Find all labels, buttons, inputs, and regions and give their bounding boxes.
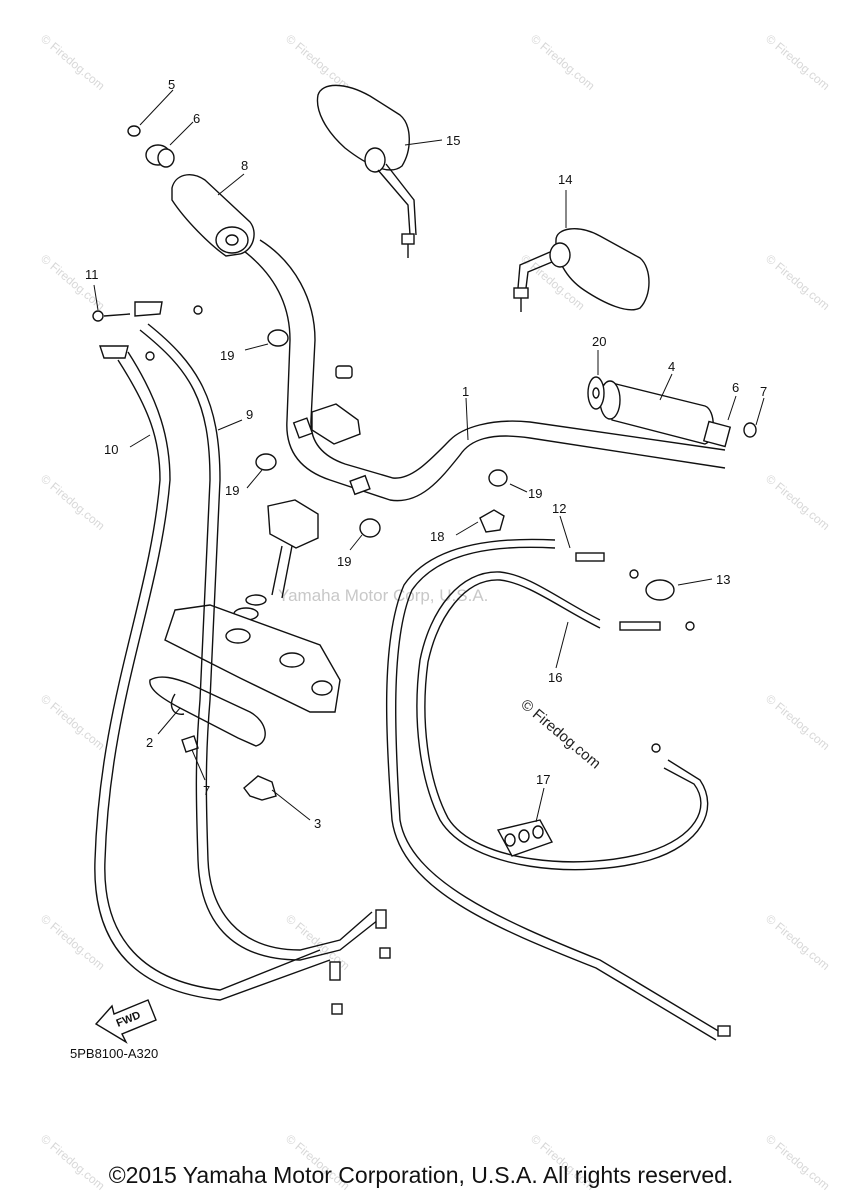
callout-5: 4: [668, 359, 675, 374]
callouts: 5 6 8 15 14 11 19 9 10 1 20 4 6 7 19 19 …: [85, 77, 767, 831]
callout-19-d: 19: [337, 554, 351, 569]
watermark: © Firedog.com: [763, 252, 832, 313]
center-watermark: Yamaha Motor Corp, U.S.A.: [278, 586, 488, 605]
callout-7-right: 7: [760, 384, 767, 399]
right-cables: [385, 538, 731, 1041]
left-bar-end: [127, 125, 175, 168]
left-mirror: [316, 84, 417, 258]
right-grip: [587, 376, 757, 448]
callout-4: 7: [203, 783, 210, 798]
watermark: © Firedog.com: [763, 32, 832, 93]
watermark: © Firedog.com: [38, 472, 107, 533]
callout-6-right: 6: [732, 380, 739, 395]
left-switch-end: [92, 301, 203, 361]
callout-15: 15: [446, 133, 460, 148]
upper-bracket: [164, 604, 341, 713]
callout-2: 2: [146, 735, 153, 750]
callout-19-c: 19: [528, 486, 542, 501]
copyright-notice: ©2015 Yamaha Motor Corporation, U.S.A. A…: [108, 1162, 734, 1188]
callout-14: 14: [558, 172, 572, 187]
callout-17: 17: [536, 772, 550, 787]
watermark: © Firedog.com: [763, 472, 832, 533]
watermark-grid: © Firedog.com © Firedog.com © Firedog.co…: [38, 32, 832, 1193]
right-mirror: [513, 228, 650, 312]
callout-19: 19: [220, 348, 234, 363]
callout-18: 18: [430, 529, 444, 544]
watermark: © Firedog.com: [763, 912, 832, 973]
watermark: © Firedog.com: [283, 32, 352, 93]
callout-16: 16: [548, 670, 562, 685]
cable-clip: [496, 819, 554, 857]
clamps: [255, 329, 508, 538]
handlebar: [239, 239, 726, 502]
callout-20: 20: [592, 334, 606, 349]
callout-9: 9: [246, 407, 253, 422]
callout-19-b: 19: [225, 483, 239, 498]
leader-lines: [93, 89, 765, 823]
diagram-code: 5PB8100-A320: [70, 1046, 159, 1061]
firedog-mark: © Firedog.com: [517, 696, 603, 772]
callout-11: 11: [85, 267, 99, 282]
callout-6: 6: [193, 111, 200, 126]
callout-12: 12: [552, 501, 566, 516]
callout-10: 10: [104, 442, 118, 457]
watermark: © Firedog.com: [528, 32, 597, 93]
callout-8: 8: [241, 158, 248, 173]
left-grip: [171, 174, 255, 257]
watermark: © Firedog.com: [763, 692, 832, 753]
cable-guide: [149, 676, 277, 801]
watermark: © Firedog.com: [38, 912, 107, 973]
callout-3: 3: [314, 816, 321, 831]
left-cables: [94, 323, 391, 1015]
handlebar-holder: [233, 365, 361, 621]
callout-13: 13: [716, 572, 730, 587]
watermark: © Firedog.com: [38, 692, 107, 753]
fwd-arrow: FWD: [94, 999, 157, 1044]
watermark: © Firedog.com: [38, 32, 107, 93]
callout-7: 5: [168, 77, 175, 92]
callout-1: 1: [462, 384, 469, 399]
